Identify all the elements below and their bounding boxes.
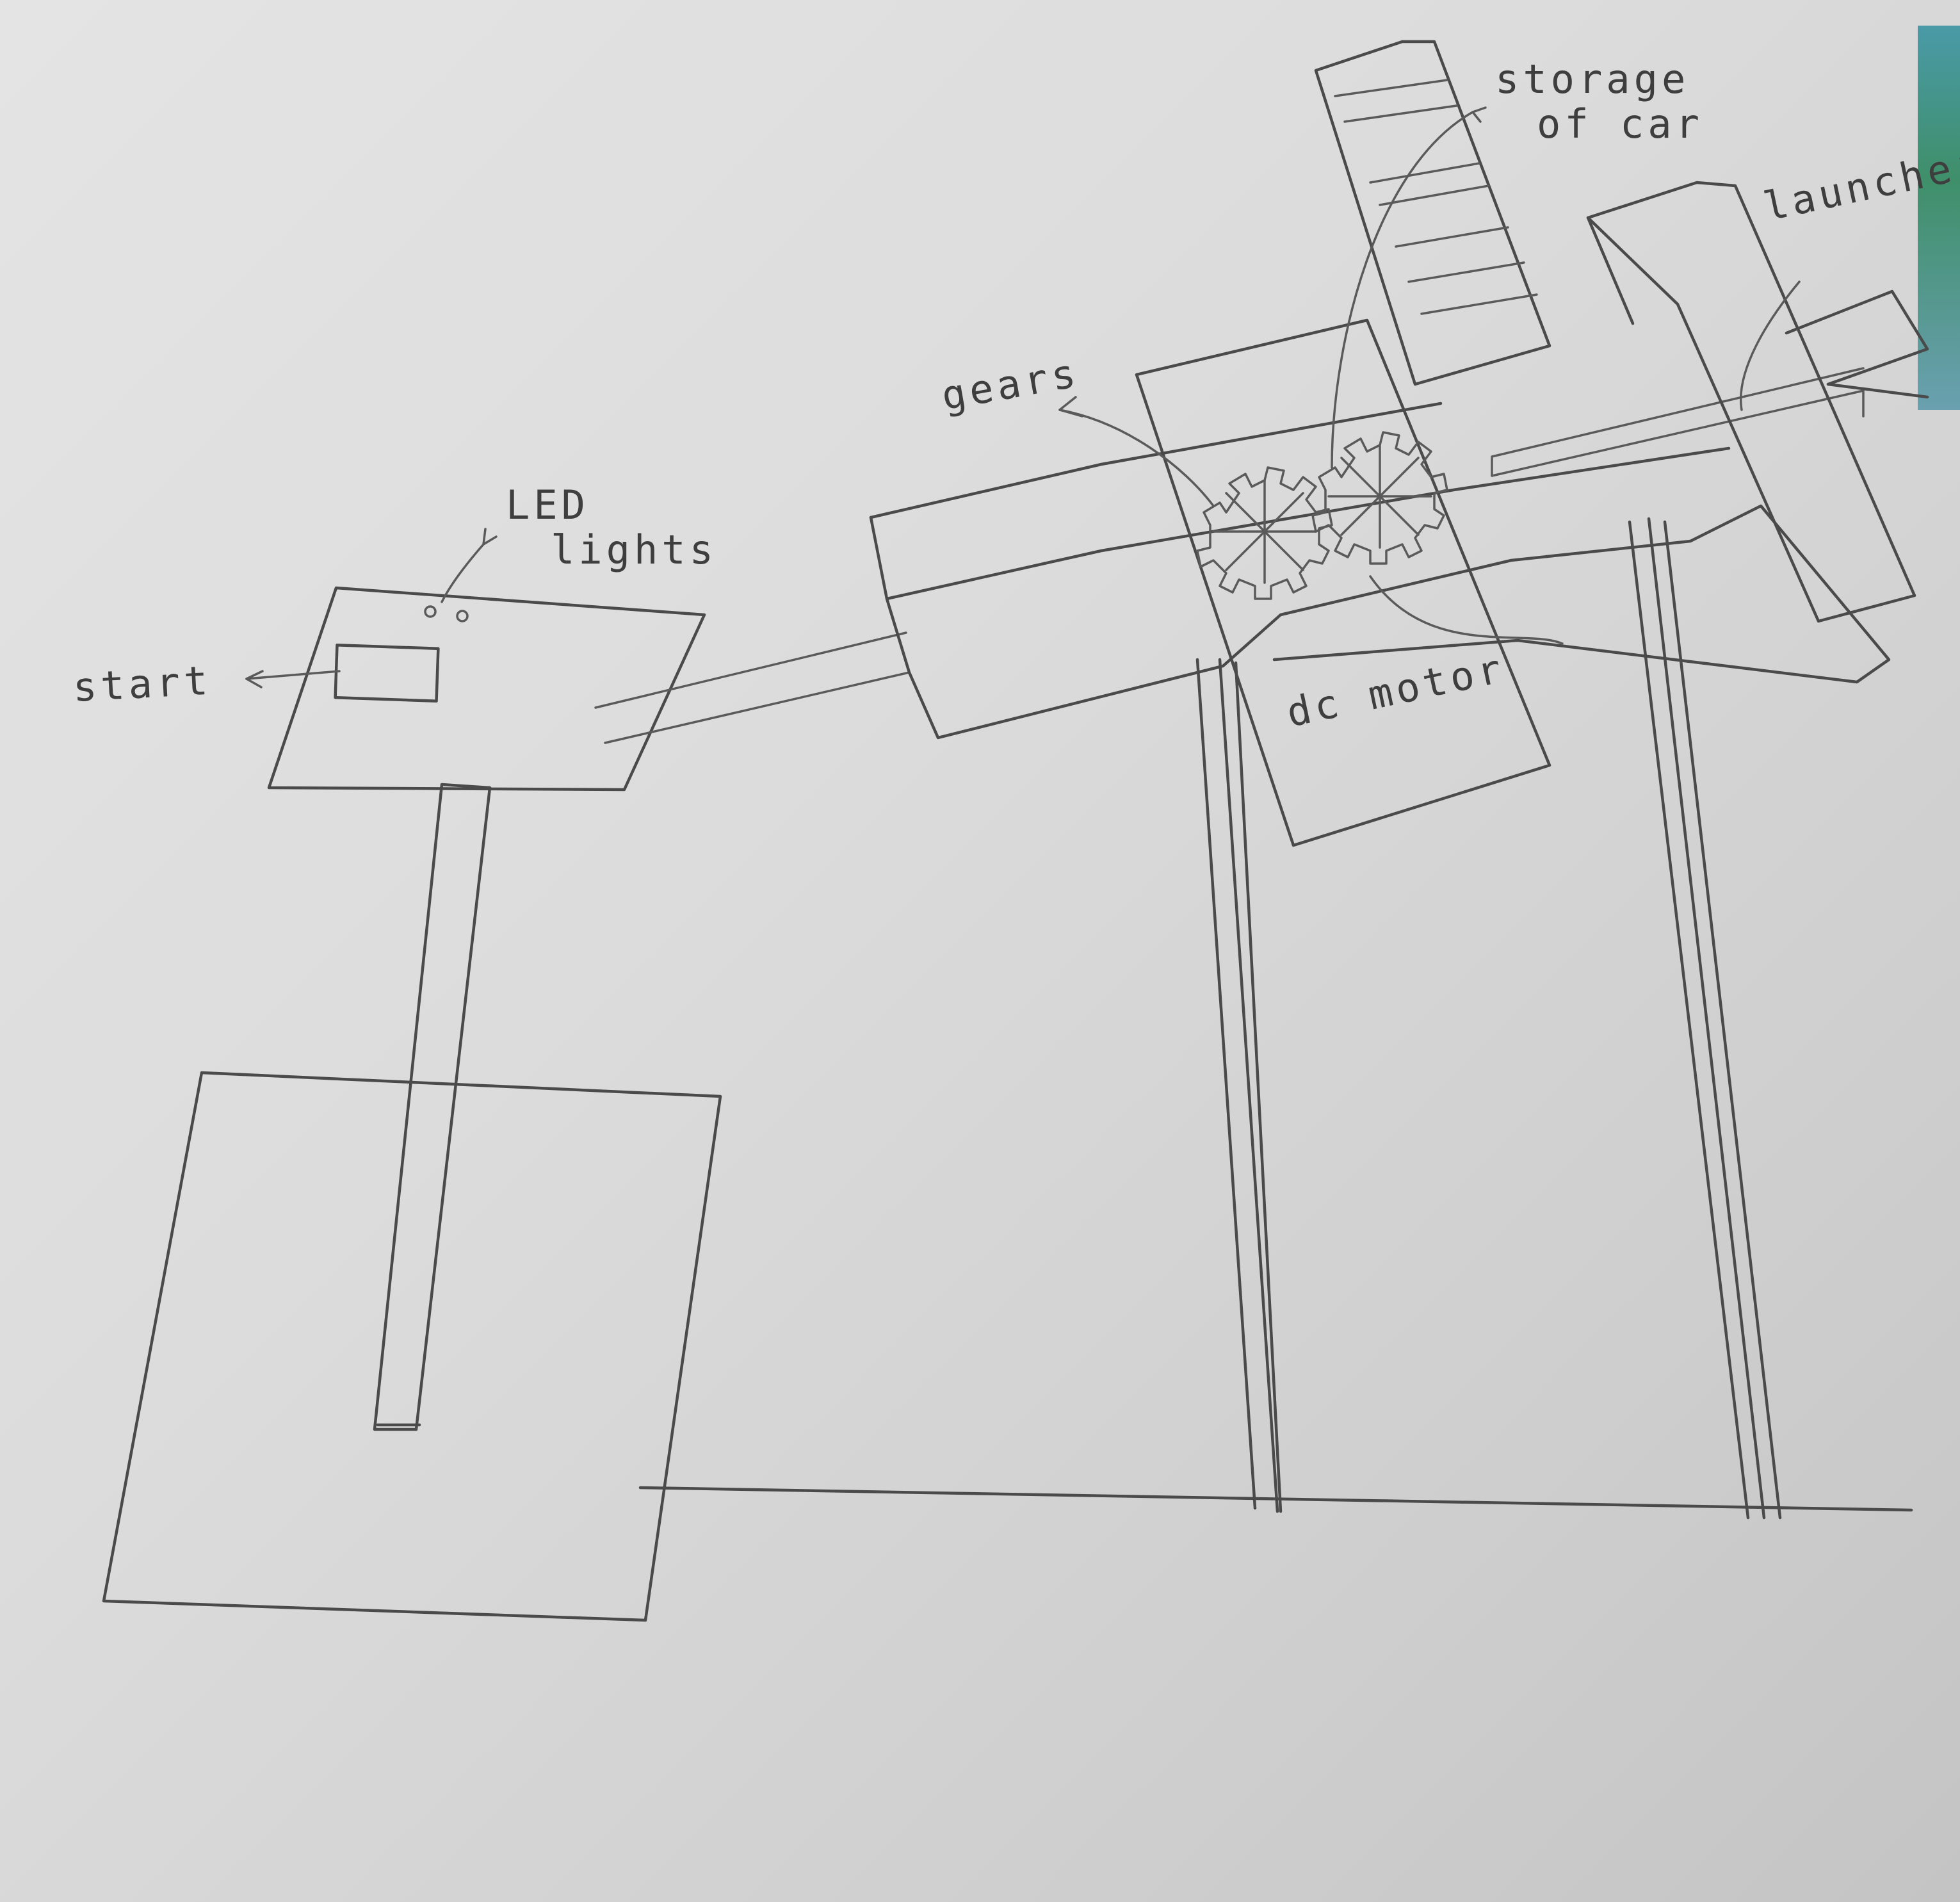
label-led-line2: lights [551, 526, 717, 573]
label-led-line1: LED [506, 482, 589, 528]
label-start: start [72, 657, 213, 711]
label-storage-line1: storage [1495, 56, 1689, 102]
gear-left [1197, 467, 1332, 599]
control-stand-pole [375, 784, 490, 1429]
label-dc-motor: dc motor [1283, 644, 1509, 736]
label-launcher: launcher [1760, 138, 1960, 230]
dc-motor-housing [1137, 320, 1550, 845]
front-leg [1197, 660, 1281, 1511]
control-box [269, 588, 909, 790]
label-storage-line2: of car [1537, 101, 1703, 147]
control-base-plate [104, 1073, 720, 1620]
launcher-block [1588, 183, 1927, 621]
